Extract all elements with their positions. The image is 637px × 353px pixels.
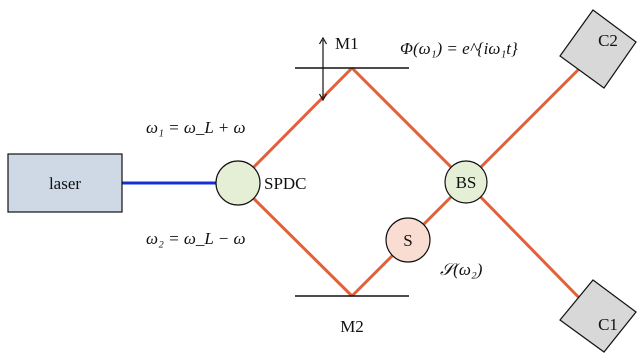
mirror-translation-arrow-icon [318, 36, 328, 102]
detector-c2 [559, 9, 637, 89]
beam-splitter [444, 160, 488, 204]
beam-bs-c1 [464, 180, 595, 314]
beam-bs-c2 [464, 53, 595, 184]
c2-label: C2 [598, 31, 618, 50]
m2-label: M2 [340, 317, 364, 336]
s-label: S [403, 231, 412, 250]
spdc-label: SPDC [264, 174, 307, 193]
phase-equation: Φ(ω₁) = e^{iω₁t} [400, 39, 518, 58]
m1-label: M1 [335, 34, 359, 53]
detector-c1 [559, 279, 637, 353]
spdc-crystal [215, 160, 261, 206]
bs-label: BS [456, 173, 477, 192]
s-function: 𝒮(ω₂) [440, 260, 483, 279]
beam-m1-bs [350, 66, 468, 184]
beam-spdc-m1 [236, 66, 354, 185]
laser-label: laser [49, 174, 81, 193]
spectral-filter [385, 217, 431, 263]
laser-box [7, 153, 123, 213]
omega2-equation: ω₂ = ω_L − ω [146, 229, 246, 248]
c1-label: C1 [598, 315, 618, 334]
beam-spdc-m2 [236, 181, 354, 298]
omega1-equation: ω₁ = ω_L + ω [146, 118, 246, 137]
